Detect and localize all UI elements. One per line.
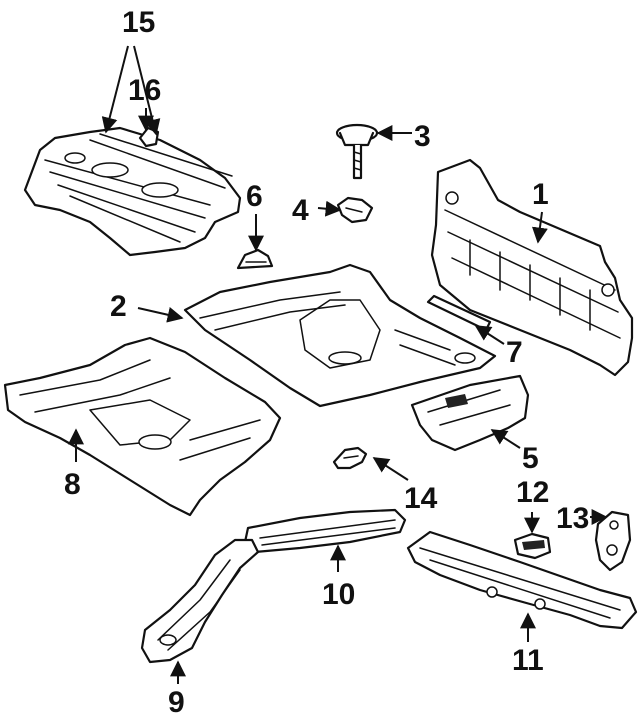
part-6-bracket: [236, 248, 274, 270]
callout-labels: 15 16 3 4 6 1 2 7 5 8 14 12 13 10 11 9: [64, 6, 589, 719]
part-4-clip: [336, 196, 374, 224]
leader-1: [531, 211, 548, 244]
part-13-plate: [594, 510, 632, 572]
part-5-side-member: [410, 374, 530, 452]
leader-7: [474, 325, 505, 345]
leader-4: [317, 200, 342, 217]
callout-11: 11: [512, 644, 544, 677]
callout-4: 4: [292, 194, 309, 227]
callout-6: 6: [246, 180, 263, 213]
callout-15: 15: [122, 6, 155, 39]
part-7-bar: [426, 294, 492, 332]
part-14-bracket: [332, 446, 368, 470]
callout-16: 16: [128, 74, 161, 107]
leader-14: [372, 457, 409, 481]
callout-1: 1: [532, 178, 549, 211]
callout-9: 9: [168, 686, 185, 719]
part-3-fastener: [335, 123, 379, 180]
callout-5: 5: [522, 442, 539, 475]
leader-15a: [101, 45, 129, 134]
callout-3: 3: [414, 120, 431, 153]
part-9-front-member: [140, 538, 260, 664]
callout-8: 8: [64, 468, 81, 501]
callout-12: 12: [516, 476, 549, 509]
leader-2: [137, 307, 184, 323]
callout-13: 13: [556, 502, 589, 535]
callout-10: 10: [322, 578, 355, 611]
part-8-front-floor: [3, 336, 282, 517]
part-15-package-tray: [23, 126, 242, 257]
leader-lines: [68, 45, 608, 684]
callout-7: 7: [506, 336, 523, 369]
part-12-mount: [513, 532, 552, 560]
part-2-rear-floor: [183, 263, 497, 408]
part-1-rear-panel: [430, 158, 634, 377]
part-10-rail: [243, 508, 407, 554]
leader-5: [490, 429, 521, 449]
part-11-crossmember: [406, 530, 638, 630]
callout-2: 2: [110, 290, 127, 323]
callout-14: 14: [404, 482, 438, 515]
